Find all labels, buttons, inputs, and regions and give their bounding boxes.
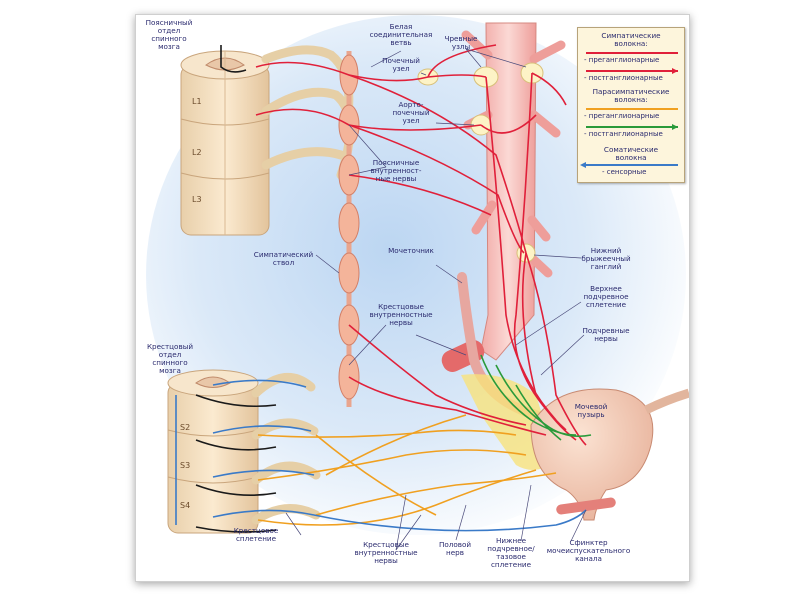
label-lumbar-cord: Поясничный отдел спинного мозга — [145, 18, 193, 51]
label-inferior-hypogastric: Нижнее подчревное/ тазовое сплетение — [487, 536, 535, 569]
legend-sym-pre-line — [586, 52, 678, 54]
sensory-fibers — [175, 379, 587, 532]
label-bladder: Мочевой пузырь — [574, 402, 608, 419]
segment-s3: S3 — [180, 461, 191, 470]
legend-para-post: - постганглионарные — [584, 130, 663, 138]
legend-sympathetic-title: Симпатические волокна: — [601, 31, 661, 48]
pelvic-plexus-region — [461, 374, 556, 470]
label-pudendal-nerve: Половой нерв — [438, 540, 472, 557]
urethral-sphincter — [556, 497, 616, 515]
label-white-ramus: Белая соединительная ветвь — [369, 22, 433, 47]
diagram-frame: L1 L2 L3 S2 S3 S4 Поясничный отдел спинн… — [135, 14, 690, 582]
legend-parasympathetic-title: Парасимпатические волокна: — [592, 87, 670, 104]
label-sacral-splanchnic-bottom: Крестцовые внутренностные нервы — [354, 540, 418, 565]
label-sacral-plexus: Крестцовое сплетение — [233, 526, 279, 543]
label-sacral-splanchnic-top: Крестцовые внутренностные нервы — [369, 302, 433, 327]
label-aortorenal-ganglion: Аорто- почечный узел — [392, 100, 430, 125]
legend-para-pre-line — [586, 108, 678, 110]
label-sphincter: Сфинктер мочеиспускательного канала — [546, 538, 631, 563]
legend-para-pre: - преганглионарные — [584, 112, 660, 120]
legend-para-post-arrow — [672, 124, 678, 130]
legend: Симпатические волокна: - преганглионарны… — [577, 27, 685, 183]
legend-sensory-line — [586, 164, 678, 166]
legend-sym-post-arrow — [672, 68, 678, 74]
label-superior-hypogastric: Верхнее подчревное сплетение — [583, 284, 629, 309]
label-lumbar-splanchnic: Поясничные внутренност- ные нервы — [370, 158, 422, 183]
label-sacral-cord: Крестцовый отдел спинного мозга — [146, 342, 194, 375]
sympathetic-trunk — [338, 51, 360, 407]
parasympathetic-pre-fibers — [257, 414, 557, 526]
label-celiac-ganglia: Чревные узлы — [444, 34, 478, 51]
legend-sensory: - сенсорные — [602, 168, 647, 176]
legend-sym-post-line — [586, 70, 678, 72]
legend-somatic-title: Соматические волокна — [603, 145, 659, 162]
leader-lines — [285, 48, 587, 551]
label-sympathetic-trunk: Симпатический ствол — [253, 250, 314, 267]
legend-sym-pre: - преганглионарные — [584, 56, 660, 64]
segment-s4: S4 — [180, 501, 191, 510]
label-renal-ganglion: Почечный узел — [382, 56, 420, 73]
segment-l3: L3 — [192, 195, 202, 204]
legend-sensory-arrow — [580, 162, 586, 168]
label-inferior-mesenteric: Нижний брыжеечный ганглий — [581, 246, 631, 271]
label-ureter: Мочеточник — [388, 246, 434, 255]
parasympathetic-post-fibers — [480, 354, 592, 441]
sympathetic-fibers — [255, 44, 587, 446]
sacral-spinal-nerves — [251, 372, 321, 525]
urinary-bladder — [530, 388, 689, 521]
legend-sym-post: - постганглионарные — [584, 74, 663, 82]
nervous-system-illustration — [146, 15, 689, 551]
somatic-fibers — [195, 45, 277, 533]
segment-l2: L2 — [192, 148, 202, 157]
segment-s2: S2 — [180, 423, 191, 432]
label-hypogastric-nerves: Подчревные нервы — [582, 326, 630, 343]
segment-l1: L1 — [192, 97, 202, 106]
lumbar-spinal-cord — [180, 50, 270, 236]
legend-para-post-line — [586, 126, 678, 128]
